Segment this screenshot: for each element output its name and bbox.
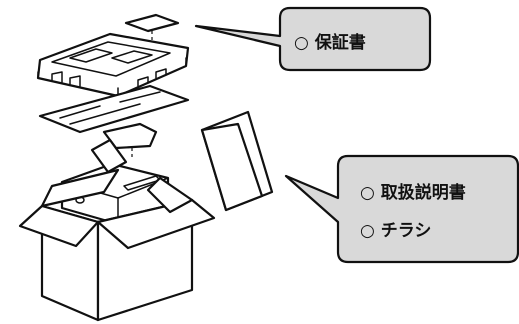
callout-warranty: ○ 保証書 [194,6,432,72]
manual-and-flyer [200,110,274,212]
plastic-bag [38,84,190,134]
callout-flyer-text: ○ チラシ [360,221,431,241]
cardboard-box [18,168,216,322]
callout-manual: ○ 取扱説明書 ○ チラシ [284,154,519,264]
top-foam-cushion [36,32,190,98]
callout-manual-text: ○ 取扱説明書 [360,182,466,203]
callout-warranty-text: ○ 保証書 [294,32,366,53]
